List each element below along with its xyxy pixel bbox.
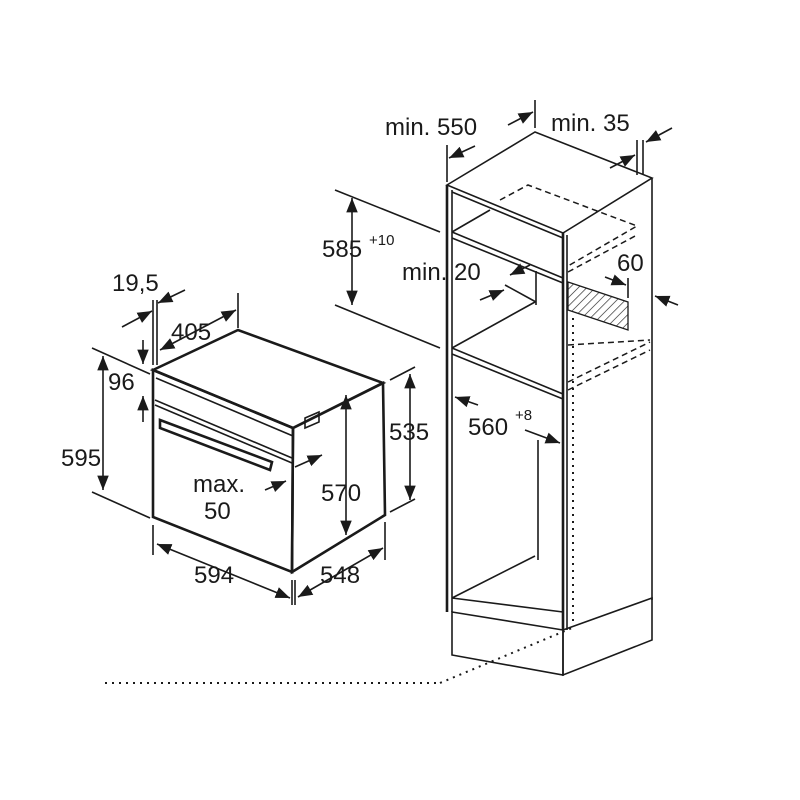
label-total-height: 595 — [61, 445, 101, 472]
label-depth-offset: 19,5 — [112, 270, 159, 297]
label-niche-height-tolerance: +10 — [369, 232, 394, 249]
ventilation-slot — [567, 281, 629, 331]
label-side-height: 535 — [389, 419, 429, 446]
label-handle-clearance-prefix: max. — [193, 471, 245, 498]
oven-dimensions — [91, 289, 416, 605]
oven-mount-tab — [304, 410, 320, 430]
label-body-height: 570 — [321, 480, 361, 507]
label-panel-height: 96 — [108, 369, 135, 396]
label-width: 594 — [194, 562, 234, 589]
oven-drawing — [149, 328, 387, 575]
label-min-back-gap: min. 35 — [551, 110, 630, 137]
oven-handle — [158, 418, 274, 472]
label-niche-width-tolerance: +8 — [515, 407, 532, 424]
label-niche-width: 560 — [468, 414, 508, 441]
oven-door-top — [154, 399, 293, 459]
label-vent-depth: 60 — [617, 250, 644, 277]
cabinet-drawing — [445, 131, 654, 677]
label-depth: 548 — [320, 562, 360, 589]
label-top-depth: 405 — [171, 319, 211, 346]
label-min-vent: min. 20 — [402, 259, 481, 286]
cabinet-dimensions — [105, 100, 679, 684]
oven-side-face — [290, 380, 387, 575]
cabinet-plinth — [451, 611, 564, 676]
label-min-depth: min. 550 — [385, 114, 477, 141]
oven-panel-edge — [155, 377, 294, 437]
label-handle-clearance: 50 — [204, 498, 231, 525]
label-niche-height: 585 — [322, 236, 362, 263]
